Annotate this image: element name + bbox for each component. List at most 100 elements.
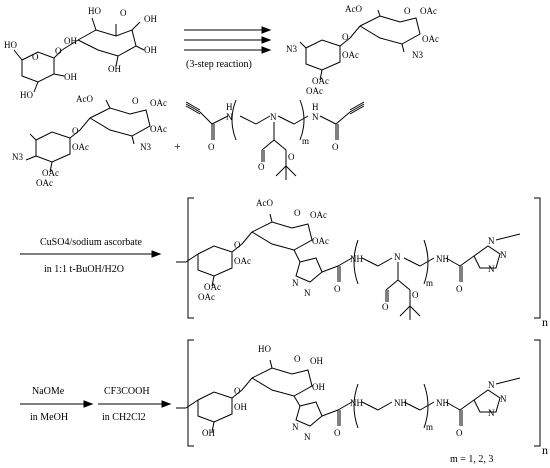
atom-label: N xyxy=(500,394,507,404)
atom-label: HO xyxy=(4,40,17,50)
atom-label: H xyxy=(312,102,319,112)
solvent-label: in 1:1 t-BuOH/H2O xyxy=(44,264,124,275)
atom-label: N xyxy=(312,112,319,122)
atom-label: O xyxy=(412,290,419,300)
atom-label: OH xyxy=(108,64,121,74)
atom-label: N xyxy=(304,288,311,298)
atom-label: HO xyxy=(88,6,101,16)
atom-label: OAc xyxy=(198,292,215,302)
atom-label: OH xyxy=(144,14,157,24)
atom-label: N xyxy=(394,252,401,262)
atom-label: N3 xyxy=(412,50,423,60)
atom-label: O xyxy=(234,386,241,396)
atom-label: N xyxy=(270,112,277,122)
atom-label: N3 xyxy=(286,44,297,54)
atom-label: O xyxy=(208,142,215,152)
atom-label: H xyxy=(226,102,233,112)
atom-label: O xyxy=(55,46,62,56)
atom-label: OAc xyxy=(310,210,327,220)
atom-label: N xyxy=(292,278,299,288)
atom-label: O xyxy=(334,428,341,438)
protected-polymer-repeat-unit xyxy=(176,197,541,320)
atom-label: OH xyxy=(64,72,77,82)
atom-label: OH xyxy=(310,356,323,366)
atom-label: N xyxy=(488,236,495,246)
footnote-m-values: m = 1, 2, 3 xyxy=(450,454,493,465)
atom-label: OAc xyxy=(312,236,329,246)
deprotected-polymer-repeat-unit xyxy=(176,339,541,447)
atom-label: N xyxy=(488,380,495,390)
atom-label: HO xyxy=(258,344,271,354)
atom-label: OH xyxy=(312,382,325,392)
atom-label: m xyxy=(426,422,433,432)
atom-label: NH xyxy=(350,254,363,264)
atom-label: NH xyxy=(436,398,449,408)
atom-label: N xyxy=(226,112,233,122)
diazido-disaccharide-reactant xyxy=(25,99,151,173)
atom-label: O xyxy=(456,284,463,294)
solvent-label: in MeOH xyxy=(30,412,68,423)
disaccharide-starting-material xyxy=(13,17,145,93)
atom-label: OAc xyxy=(42,168,59,178)
repeat-subscript-n: n xyxy=(542,443,548,457)
atom-label: HO xyxy=(20,90,33,100)
reaction-condition: (3-step reaction) xyxy=(186,59,252,70)
atom-label: O xyxy=(332,142,339,152)
atom-label: OAc xyxy=(422,34,439,44)
diazido-disaccharide-product xyxy=(299,9,421,81)
reagent-label: CF3COOH xyxy=(104,386,150,397)
atom-label: OAc xyxy=(72,142,89,152)
repeat-subscript-n: n xyxy=(542,315,548,329)
atom-label: N3 xyxy=(140,142,151,152)
atom-label: O xyxy=(404,6,411,16)
atom-label: O xyxy=(120,8,127,18)
atom-label: N3 xyxy=(12,152,23,162)
atom-label: O xyxy=(342,32,349,42)
atom-label: OAc xyxy=(342,50,359,60)
atom-label: OAc xyxy=(150,98,167,108)
atom-label: AcO xyxy=(76,94,93,104)
reaction-arrows-3 xyxy=(20,400,172,408)
atom-label: OAc xyxy=(306,86,323,96)
atom-label: N xyxy=(304,432,311,442)
atom-label: O xyxy=(288,152,295,162)
atom-label: OH xyxy=(234,402,247,412)
atom-label: O xyxy=(258,162,265,172)
atom-label: OAc xyxy=(150,124,167,134)
atom-label: OH xyxy=(202,428,215,438)
atom-label: OAc xyxy=(312,76,329,86)
atom-label: OH xyxy=(144,45,157,55)
atom-label: O xyxy=(334,284,341,294)
atom-label: N xyxy=(500,250,507,260)
atom-label: m xyxy=(426,278,433,288)
atom-label: OAc xyxy=(234,256,251,266)
atom-label: m xyxy=(302,136,309,146)
atom-label: O xyxy=(294,208,301,218)
atom-label: AcO xyxy=(345,4,362,14)
atom-label: AcO xyxy=(256,198,273,208)
atom-label: O xyxy=(32,52,39,62)
atom-label: O xyxy=(382,302,389,312)
atom-label: N xyxy=(488,408,495,418)
atom-label: O xyxy=(72,126,79,136)
atom-label: O xyxy=(234,240,241,250)
atom-label: OAc xyxy=(420,6,437,16)
atom-label: O xyxy=(294,354,301,364)
reagent-label: CuSO4/sodium ascorbate xyxy=(40,237,142,248)
solvent-label: in CH2Cl2 xyxy=(102,412,146,423)
atom-label: OH xyxy=(64,36,77,46)
atom-label: O xyxy=(132,96,139,106)
atom-label: NH xyxy=(436,254,449,264)
atom-label: NH xyxy=(350,398,363,408)
atom-label: N xyxy=(488,264,495,274)
reaction-arrow-1 xyxy=(184,26,272,54)
atom-label: OAc xyxy=(36,178,53,188)
boc-protected-bis-alkyne-linker xyxy=(185,99,365,180)
reaction-arrow-2 xyxy=(20,250,162,258)
atom-label: N xyxy=(292,422,299,432)
reagent-label: NaOMe xyxy=(32,386,65,397)
plus-sign: + xyxy=(174,139,181,153)
atom-label: O xyxy=(456,428,463,438)
atom-label: NH xyxy=(394,398,407,408)
